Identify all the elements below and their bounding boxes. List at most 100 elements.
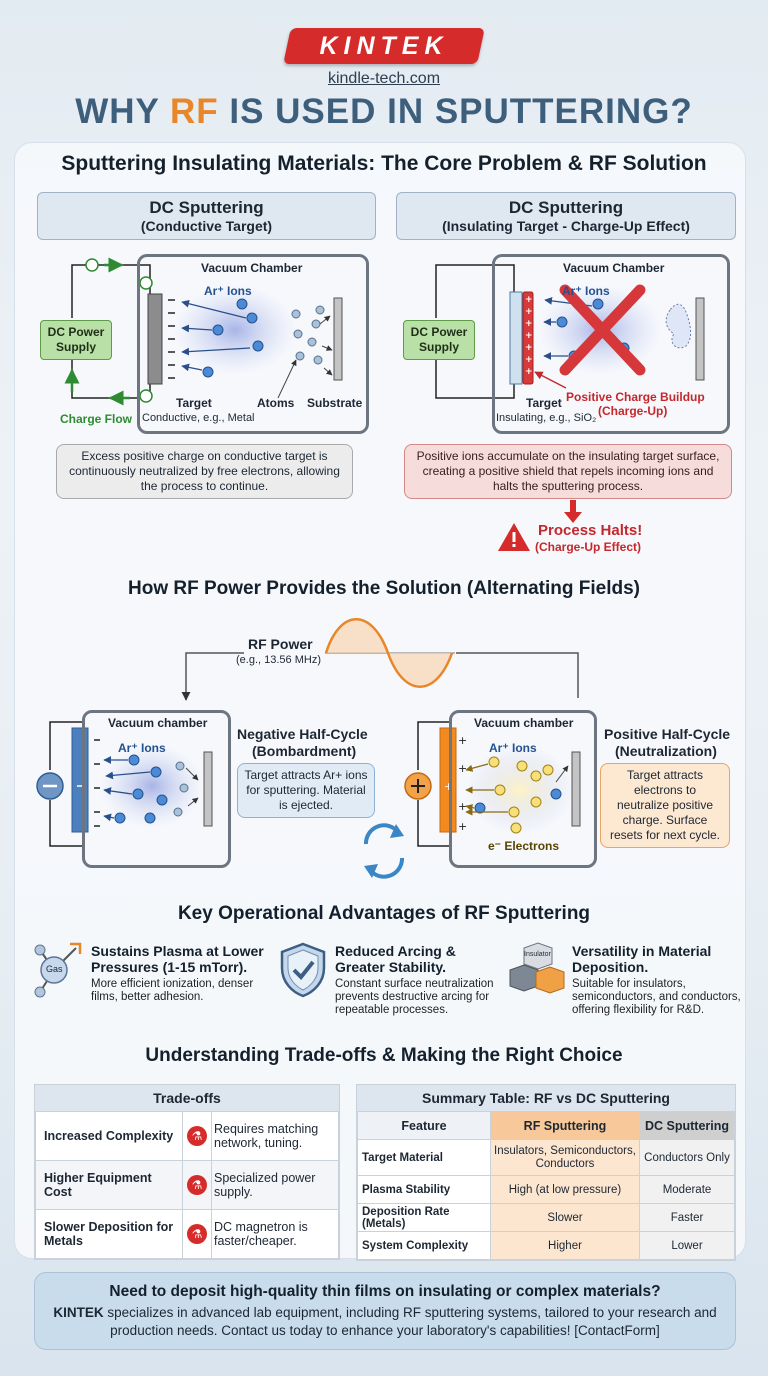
rf-diagram: + + + + + bbox=[36, 618, 581, 879]
title-part2: IS USED IN SPUTTERING? bbox=[218, 92, 693, 131]
flask-warning-icon: ⚗ bbox=[187, 1224, 207, 1244]
title-part1: WHY bbox=[75, 92, 170, 131]
dc-insulating-note: Positive ions accumulate on the insulati… bbox=[404, 444, 732, 499]
advantage-2-text: Constant surface neutralization prevents… bbox=[335, 978, 494, 1016]
neg-chamber-label: Vacuum chamber bbox=[108, 716, 208, 730]
tradeoff-text: DC magnetron is faster/cheaper. bbox=[211, 1209, 339, 1259]
svg-text:+: + bbox=[458, 762, 467, 775]
cta-brand: KINTEK bbox=[53, 1305, 104, 1320]
rf-frequency-label: (e.g., 13.56 MHz) bbox=[236, 654, 321, 666]
tradeoff-label: Increased Complexity bbox=[35, 1111, 183, 1161]
rf-cell: Higher bbox=[490, 1231, 640, 1260]
down-arrow-icon bbox=[564, 500, 582, 523]
dc-cell: Lower bbox=[639, 1231, 735, 1260]
table-row: Slower Deposition for Metals ⚗ DC magnet… bbox=[35, 1209, 339, 1259]
charge-buildup-sub: (Charge-Up) bbox=[598, 404, 668, 418]
advantage-1-title: Sustains Plasma at Lower Pressures (1-15… bbox=[91, 943, 264, 975]
svg-text:+: + bbox=[525, 331, 533, 341]
dc-cell: Conductors Only bbox=[639, 1139, 735, 1176]
pos-cycle-chamber bbox=[449, 710, 597, 868]
neg-cycle-chamber bbox=[82, 710, 231, 868]
svg-text:+: + bbox=[525, 295, 533, 305]
dc-conductive-note: Excess positive charge on conductive tar… bbox=[56, 444, 353, 499]
feature-cell: Deposition Rate (Metals) bbox=[357, 1203, 491, 1232]
dc-insulating-power-supply: DC Power Supply bbox=[403, 320, 475, 360]
rf-cell: Insulators, Semiconductors, Conductors bbox=[490, 1139, 640, 1176]
dc-insulating-header: DC Sputtering (Insulating Target - Charg… bbox=[396, 192, 736, 240]
table-row: Higher Equipment Cost ⚗ Specialized powe… bbox=[35, 1160, 339, 1210]
tradeoff-text: Specialized power supply. bbox=[211, 1160, 339, 1210]
page-title: WHY RF IS USED IN SPUTTERING? bbox=[0, 92, 768, 132]
pos-cycle-title: Positive Half-Cycle bbox=[604, 726, 731, 742]
dc-conductive-subheading: (Conductive Target) bbox=[140, 218, 273, 234]
svg-text:+: + bbox=[525, 367, 533, 377]
cta-text-block: KINTEK specializes in advanced lab equip… bbox=[35, 1304, 735, 1340]
table-row: Plasma Stability High (at low pressure) … bbox=[357, 1175, 735, 1204]
dc-insulating-target-sub: Insulating, e.g., SiO₂ bbox=[496, 412, 597, 424]
dc-insulating-target-label: Target bbox=[526, 396, 562, 410]
pos-ions-label: Ar⁺ Ions bbox=[489, 741, 537, 755]
pos-chamber-label: Vacuum chamber bbox=[474, 716, 574, 730]
dc-cell: Moderate bbox=[639, 1175, 735, 1204]
dc-conductive-chamber-label: Vacuum Chamber bbox=[201, 261, 303, 275]
svg-text:+: + bbox=[525, 355, 533, 365]
cta-text: specializes in advanced lab equipment, i… bbox=[103, 1305, 717, 1338]
table-row: Target Material Insulators, Semiconducto… bbox=[357, 1139, 735, 1176]
section1-title: Sputtering Insulating Materials: The Cor… bbox=[61, 152, 707, 175]
col-dc: DC Sputtering bbox=[639, 1111, 735, 1140]
col-feature: Feature bbox=[357, 1111, 491, 1140]
insulator-icon-text: Insulator bbox=[524, 951, 551, 958]
col-rf: RF Sputtering bbox=[490, 1111, 640, 1140]
electrons-label: e⁻ Electrons bbox=[488, 839, 560, 853]
flask-warning-icon: ⚗ bbox=[187, 1175, 207, 1195]
dc-cell: Faster bbox=[639, 1203, 735, 1232]
flask-warning-icon: ⚗ bbox=[187, 1126, 207, 1146]
neg-cycle-title: Negative Half-Cycle bbox=[237, 726, 368, 742]
tradeoffs-table: Trade-offs Increased Complexity ⚗ Requir… bbox=[34, 1084, 340, 1260]
svg-text:+: + bbox=[458, 800, 467, 813]
gas-molecule-icon bbox=[34, 942, 82, 998]
neg-ions-label: Ar⁺ Ions bbox=[118, 741, 166, 755]
dc-conductive-power-supply: DC Power Supply bbox=[40, 320, 112, 360]
advantage-2-title: Reduced Arcing & Greater Stability. bbox=[335, 943, 456, 975]
charge-buildup-label: Positive Charge Buildup bbox=[566, 390, 705, 404]
site-url[interactable]: kindle-tech.com bbox=[327, 70, 441, 87]
dc-insulating-power-label: DC Power Supply bbox=[410, 325, 468, 354]
dc-insulating-ions-label: Ar⁺ Ions bbox=[562, 284, 610, 298]
tradeoff-label: Slower Deposition for Metals bbox=[35, 1209, 183, 1259]
dc-insulating-chamber-label: Vacuum Chamber bbox=[563, 261, 665, 275]
warning-icon bbox=[498, 523, 530, 551]
table-header-row: Feature RF Sputtering DC Sputtering bbox=[357, 1111, 735, 1140]
neg-cycle-note: Target attracts Ar+ ions for sputtering.… bbox=[237, 763, 375, 818]
advantage-3-title: Versatility in Material Deposition. bbox=[572, 943, 712, 975]
pos-cycle-note: Target attracts electrons to neutralize … bbox=[600, 763, 730, 848]
table-row: Increased Complexity ⚗ Requires matching… bbox=[35, 1111, 339, 1161]
tradeoffs-heading: Trade-offs bbox=[35, 1085, 339, 1111]
section4-title: Understanding Trade-offs & Making the Ri… bbox=[145, 1045, 623, 1066]
dc-insulating-diagram: + + + + + + + bbox=[435, 264, 705, 399]
brand-logo[interactable]: KINTEK bbox=[283, 28, 485, 64]
cta-banner[interactable]: Need to deposit high-quality thin films … bbox=[34, 1272, 736, 1350]
feature-cell: Plasma Stability bbox=[357, 1175, 491, 1204]
substrate-label: Substrate bbox=[307, 396, 363, 410]
section2-title: How RF Power Provides the Solution (Alte… bbox=[128, 578, 640, 599]
dc-conductive-heading: DC Sputtering bbox=[149, 198, 264, 217]
svg-text:+: + bbox=[525, 319, 533, 329]
title-accent: RF bbox=[169, 92, 219, 131]
svg-text:+: + bbox=[525, 307, 533, 317]
advantage-3-text: Suitable for insulators, semiconductors,… bbox=[572, 978, 741, 1016]
process-halts-title: Process Halts! bbox=[538, 522, 643, 539]
brand-logo-text: KINTEK bbox=[319, 32, 449, 60]
dc-conductive-header: DC Sputtering (Conductive Target) bbox=[37, 192, 376, 240]
svg-text:+: + bbox=[458, 820, 467, 833]
tradeoff-label: Higher Equipment Cost bbox=[35, 1160, 183, 1210]
tradeoff-text: Requires matching network, tuning. bbox=[211, 1111, 339, 1161]
dc-conductive-ions-label: Ar⁺ Ions bbox=[204, 284, 252, 298]
charge-flow-label: Charge Flow bbox=[60, 412, 133, 426]
dc-insulating-heading: DC Sputtering bbox=[508, 198, 624, 217]
svg-text:+: + bbox=[444, 780, 453, 793]
pos-cycle-subtitle: (Neutralization) bbox=[615, 743, 717, 759]
dc-conductive-target-sub: Conductive, e.g., Metal bbox=[142, 412, 255, 424]
svg-text:+: + bbox=[458, 734, 467, 747]
svg-text:+: + bbox=[525, 343, 533, 353]
